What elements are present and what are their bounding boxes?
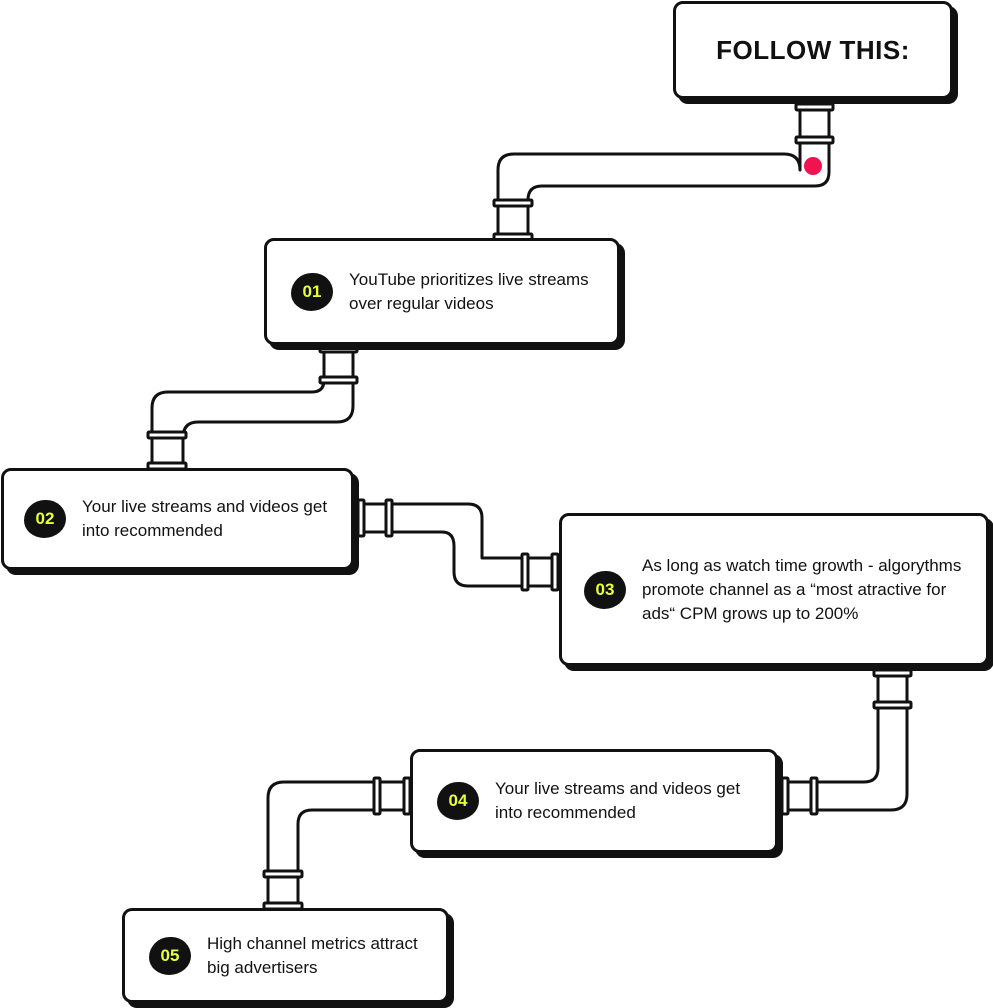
- step-text: YouTube prioritizes live streams over re…: [349, 269, 589, 313]
- step-card-5: 05 High channel metrics attract big adve…: [122, 908, 449, 1003]
- pipe-collar: [872, 668, 913, 678]
- step-text: Your live streams and videos get into re…: [495, 779, 741, 822]
- pipe-collar: [809, 776, 819, 816]
- step-number-badge: 04: [437, 782, 479, 820]
- pipe-collar: [794, 102, 835, 112]
- pipe-collar: [146, 430, 188, 440]
- step-text: As long as watch time growth - algorythm…: [642, 555, 962, 623]
- pipe-collar: [356, 498, 366, 538]
- step-number-badge: 05: [149, 936, 191, 975]
- pipe-step-1-to-step-2-outer: [181, 346, 355, 470]
- pipe-collar: [372, 776, 382, 816]
- pipe-collar: [318, 375, 359, 385]
- pipe-step-1-to-step-2-inner: [150, 346, 326, 470]
- step-text: High channel metrics attract big adverti…: [207, 933, 418, 977]
- step-card-2: 02 Your live streams and videos get into…: [1, 468, 354, 570]
- pipe-step-3-to-step-4-right: [780, 668, 909, 812]
- pipe-step-2-to-step-3-bottom: [356, 530, 560, 588]
- step-text: Your live streams and videos get into re…: [82, 497, 328, 540]
- header-card: FOLLOW THIS:: [673, 1, 953, 99]
- pipe-collar: [780, 776, 790, 816]
- pipe-collar: [872, 700, 913, 710]
- pipe-header-to-step-1-outer: [496, 100, 802, 240]
- pipe-collar: [520, 552, 530, 592]
- pipe-step-4-to-step-5-bottom: [296, 808, 412, 910]
- pipe-collar: [318, 344, 359, 354]
- step-number-badge: 01: [291, 272, 333, 311]
- pipe-step-3-to-step-4-left: [780, 668, 880, 784]
- start-marker-dot: [804, 157, 822, 175]
- step-card-3: 03 As long as watch time growth - algory…: [559, 513, 989, 666]
- step-card-1: 01 YouTube prioritizes live streams over…: [264, 238, 620, 345]
- pipe-collar: [262, 869, 304, 879]
- pipe-step-2-to-step-3-top: [356, 502, 560, 560]
- pipe-collar: [550, 552, 560, 592]
- step-number-badge: 02: [24, 500, 66, 538]
- step-card-4: 04 Your live streams and videos get into…: [410, 749, 778, 853]
- step-number-badge: 03: [584, 570, 626, 609]
- pipe-collar: [492, 198, 534, 208]
- header-title: FOLLOW THIS:: [716, 34, 910, 65]
- pipe-collar: [794, 135, 835, 145]
- pipe-collar: [384, 498, 394, 538]
- pipe-header-to-step-1-inner: [526, 100, 831, 240]
- pipe-step-4-to-step-5-top: [266, 780, 412, 910]
